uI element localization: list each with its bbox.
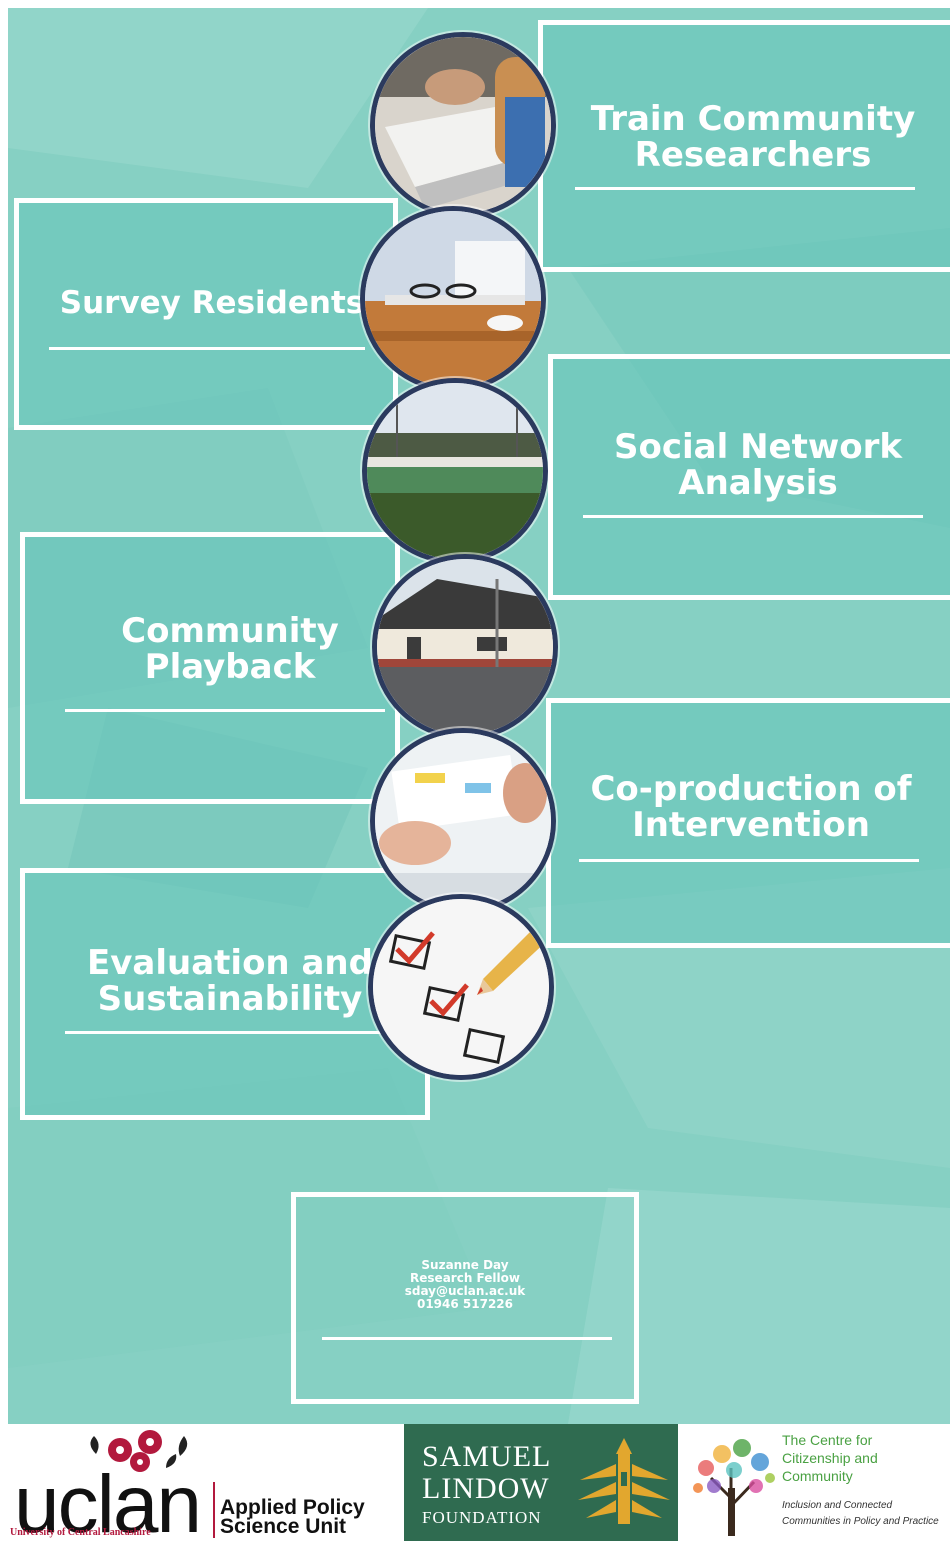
- step-box-community-playback: Community Playback: [20, 532, 400, 804]
- ccc-name-line3: Community: [782, 1468, 853, 1484]
- unit-name-line2: Science Unit: [220, 1515, 347, 1538]
- step-box-evaluation-and-sustainability: Evaluation and Sustainability: [20, 868, 430, 1120]
- uclan-rose-icon: [90, 1430, 188, 1472]
- step-title-line2: Playback: [144, 647, 316, 687]
- step-divider: [49, 347, 365, 350]
- step-title-line2: Sustainability: [97, 979, 363, 1019]
- slf-line1: SAMUEL: [422, 1440, 552, 1473]
- lighthouse-icon: [578, 1438, 670, 1524]
- ccc-name-line2: Citizenship and: [782, 1450, 878, 1466]
- community-building-photo: [372, 554, 558, 740]
- contact-name: Suzanne Day: [421, 1258, 509, 1272]
- step-title-line1: Train Community: [590, 99, 916, 139]
- step-title-line2: Intervention: [632, 805, 870, 845]
- step-title-line1: Social Network: [613, 427, 902, 467]
- checklist-photo: [368, 894, 554, 1080]
- step-box-train-community-researchers: Train Community Researchers: [538, 20, 950, 272]
- uclan-logo: uclan University of Central Lancashire A…: [8, 1424, 396, 1541]
- desk-glasses-photo: [360, 206, 546, 392]
- ccc-tagline-line1: Inclusion and Connected: [782, 1500, 893, 1511]
- contact-divider: [322, 1337, 612, 1340]
- step-divider: [579, 859, 919, 862]
- step-title-line2: Analysis: [678, 463, 838, 503]
- slf-line3: FOUNDATION: [422, 1508, 542, 1527]
- uclan-divider: [213, 1482, 215, 1538]
- tree-icon: [693, 1439, 775, 1536]
- contact-role: Research Fellow: [410, 1271, 520, 1285]
- step-title-line2: Researchers: [634, 135, 872, 175]
- step-divider: [65, 1031, 385, 1034]
- contact-email[interactable]: sday@uclan.ac.uk: [404, 1284, 526, 1298]
- ccc-name-line1: The Centre for: [782, 1432, 873, 1448]
- uclan-university-name: University of Central Lancashire: [10, 1527, 151, 1538]
- step-divider: [583, 515, 923, 518]
- samuel-lindow-foundation-logo: SAMUEL LINDOW FOUNDATION: [404, 1424, 678, 1541]
- stadium-field-photo: [362, 378, 548, 564]
- step-box-social-network-analysis: Social Network Analysis: [548, 354, 950, 600]
- step-box-co-production-of-intervention: Co-production of Intervention: [546, 698, 950, 948]
- contact-box: Suzanne Day Research Fellow sday@uclan.a…: [291, 1192, 639, 1404]
- ccc-tagline-line2: Communities in Policy and Practice: [782, 1516, 939, 1527]
- workshop-hands-photo: [370, 728, 556, 914]
- centre-citizenship-community-logo: The Centre for Citizenship and Community…: [686, 1424, 950, 1541]
- laptop-meeting-photo: [370, 32, 556, 218]
- step-title-line1: Evaluation and: [87, 943, 373, 983]
- step-divider: [65, 709, 385, 712]
- step-title-line1: Survey Residents: [59, 285, 365, 321]
- slf-line2: LINDOW: [422, 1472, 550, 1505]
- logo-strip: uclan University of Central Lancashire A…: [0, 1424, 950, 1541]
- uclan-wordmark: uclan: [14, 1459, 202, 1541]
- step-box-survey-residents: Survey Residents: [14, 198, 398, 430]
- step-title-line1: Co-production of: [590, 769, 912, 809]
- step-title-line1: Community: [121, 611, 339, 651]
- step-divider: [575, 187, 915, 190]
- poster: Train Community Researchers Survey Resid…: [8, 8, 950, 1424]
- unit-name-line1: Applied Policy: [220, 1496, 365, 1519]
- contact-phone: 01946 517226: [416, 1297, 514, 1311]
